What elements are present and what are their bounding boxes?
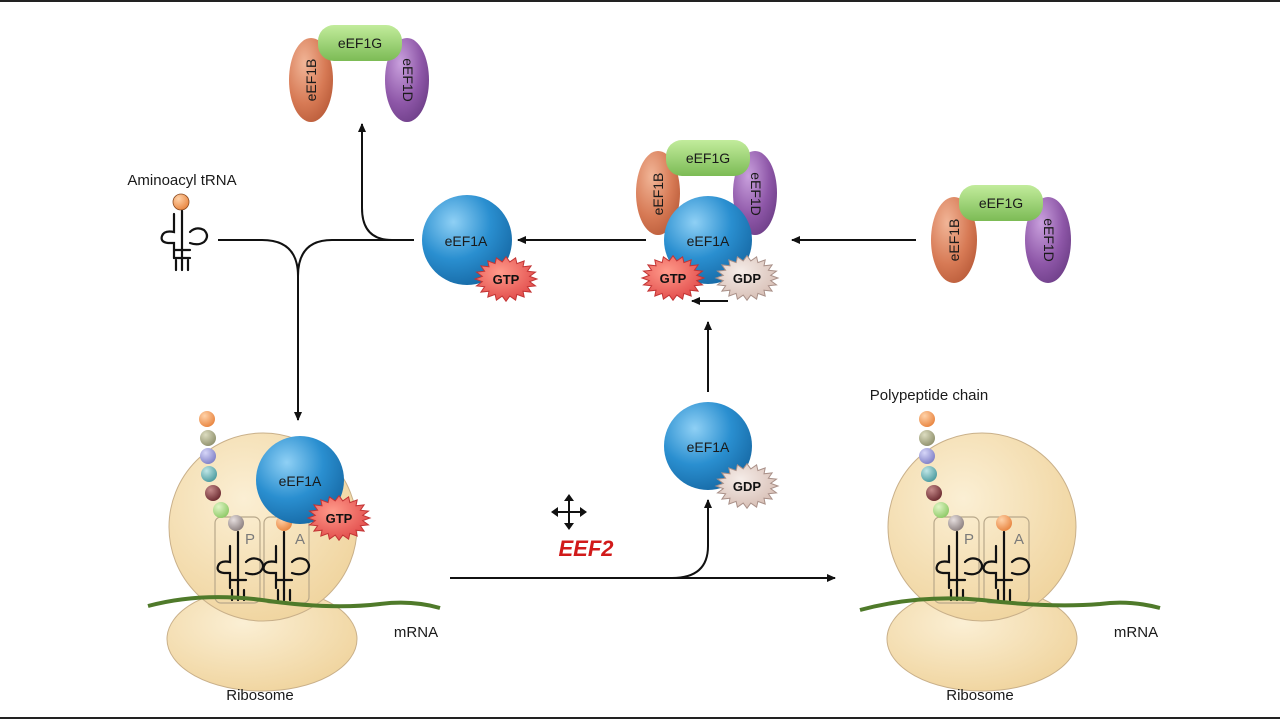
a-site-trna [982, 530, 1031, 602]
complex-eef1bgd-released: eEF1G eEF1B eEF1D [289, 25, 429, 122]
mrna-strand [147, 595, 441, 610]
mrna-strand [859, 596, 1161, 612]
a-site-label: A [1014, 531, 1024, 548]
eef2-label: EEF2 [558, 536, 614, 561]
amino-acid-bead [228, 515, 244, 531]
amino-acid-bead [921, 466, 937, 482]
gdp-label: GDP [733, 271, 762, 286]
aminoacyl-trna [160, 193, 209, 272]
amino-acid-bead [201, 466, 217, 482]
peptide-chain [199, 411, 244, 531]
mrna-label-left: mRNA [394, 624, 438, 641]
arrow-to-ribosome [218, 239, 302, 421]
gtp-label: GTP [660, 271, 687, 286]
eef1g-subunit [318, 25, 402, 61]
gdp-starburst [714, 254, 780, 302]
amino-acid-bead [213, 502, 229, 518]
eef1d-subunit [385, 38, 429, 122]
amino-acid-bead [948, 515, 964, 531]
a-site-label: A [295, 531, 305, 548]
amino-acid-bead [200, 448, 216, 464]
eef1g-subunit [666, 140, 750, 176]
incoming-amino-acid [996, 515, 1012, 531]
ribosome-left: P A eEF1 [147, 411, 441, 692]
eef1a-label: eEF1A [687, 439, 730, 455]
arrow-eef1a-release [671, 499, 712, 579]
eef1a-label: eEF1A [687, 233, 730, 249]
gtp-label: GTP [326, 511, 353, 526]
gdp-label: GDP [733, 479, 762, 494]
eef1d-label: eEF1D [1041, 218, 1057, 262]
amino-acid-bead [919, 448, 935, 464]
amino-acid-bead [172, 193, 190, 211]
arrows [218, 123, 916, 582]
gtp-label: GTP [493, 272, 520, 287]
eef1d-label: eEF1D [400, 58, 416, 102]
aminoacyl-trna-label: Aminoacyl tRNA [127, 172, 236, 189]
mrna-label-right: mRNA [1114, 624, 1158, 641]
eef1b-label: eEF1B [303, 59, 319, 102]
amino-acid-bead [933, 502, 949, 518]
amino-acid-bead [919, 430, 935, 446]
eef1b-subunit [636, 151, 680, 235]
arrow-release-complex [358, 123, 393, 241]
complex-eef1-full: eEF1G eEF1B eEF1D eEF1A GTP GDP [636, 140, 780, 302]
polypeptide-chain-label: Polypeptide chain [870, 387, 988, 404]
move-cursor-icon[interactable] [551, 494, 587, 530]
eef1a-gtp-free: eEF1A GTP [422, 195, 539, 303]
complex-eef1bgd-free: eEF1G eEF1B eEF1D [931, 185, 1071, 283]
a-site-trna [262, 530, 311, 602]
ribosome-label-left: Ribosome [226, 687, 294, 704]
eef1b-subunit [931, 197, 977, 283]
gtp-starburst [306, 494, 372, 542]
eef1a-label: eEF1A [279, 473, 322, 489]
amino-acid-bead [200, 430, 216, 446]
amino-acid-bead [919, 411, 935, 427]
eef1d-subunit [1025, 197, 1071, 283]
eef1g-label: eEF1G [979, 195, 1023, 211]
eef1a-label: eEF1A [445, 233, 488, 249]
amino-acid-bead [926, 485, 942, 501]
gdp-starburst [714, 462, 780, 510]
eef1g-subunit [959, 185, 1043, 221]
eef1d-label: eEF1D [748, 172, 764, 216]
amino-acid-bead [205, 485, 221, 501]
gtp-starburst [473, 255, 539, 303]
ribosome-large-subunit [887, 432, 1077, 622]
p-site-label: P [964, 531, 974, 548]
amino-acid-bead [199, 411, 215, 427]
eef1g-label: eEF1G [686, 150, 730, 166]
eef1a-gdp: eEF1A GDP [664, 402, 780, 510]
ribosome-right: P A [859, 411, 1161, 692]
eef1g-label: eEF1G [338, 35, 382, 51]
eef1b-label: eEF1B [650, 173, 666, 216]
peptide-chain [919, 411, 964, 531]
eef1b-subunit [289, 38, 333, 122]
gtp-starburst [640, 254, 706, 302]
eef1b-label: eEF1B [946, 219, 962, 262]
ribosome-label-right: Ribosome [946, 687, 1014, 704]
arrow-eef1a-merge [297, 239, 414, 277]
p-site-label: P [245, 531, 255, 548]
